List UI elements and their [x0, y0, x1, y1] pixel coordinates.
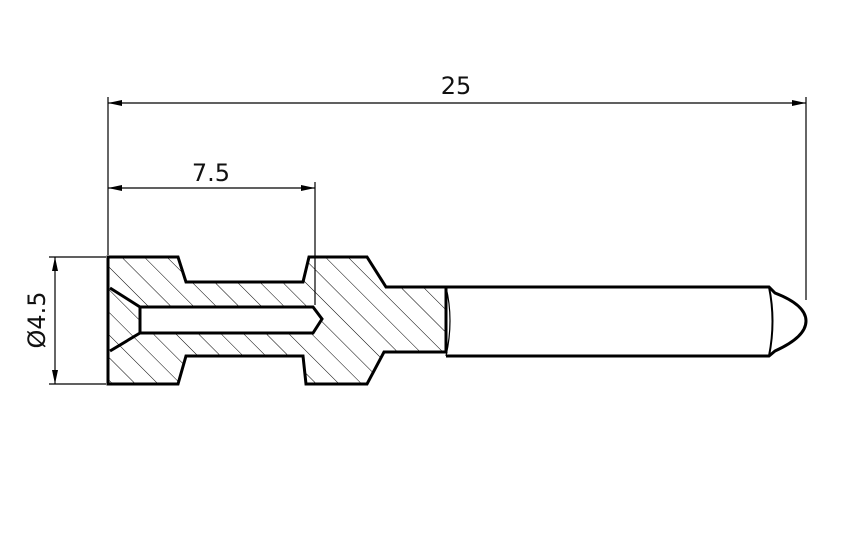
bore-cavity [138, 305, 324, 335]
dimension-bore-depth: 7.5 [108, 159, 316, 305]
dimension-overall-length: 25 [107, 72, 807, 300]
chamfer-line-top [109, 286, 141, 309]
pin-shaft [446, 285, 808, 358]
tip-transition-line [768, 286, 774, 357]
shaft-shoulder-line [445, 286, 451, 357]
chamfer-line-bottom [109, 331, 141, 353]
dim-label-overall-length: 25 [441, 72, 472, 100]
section-outline [106, 255, 448, 386]
dim-label-diameter: Ø4.5 [23, 291, 51, 348]
dimension-diameter: Ø4.5 [23, 256, 106, 385]
dim-label-bore-depth: 7.5 [192, 159, 230, 187]
